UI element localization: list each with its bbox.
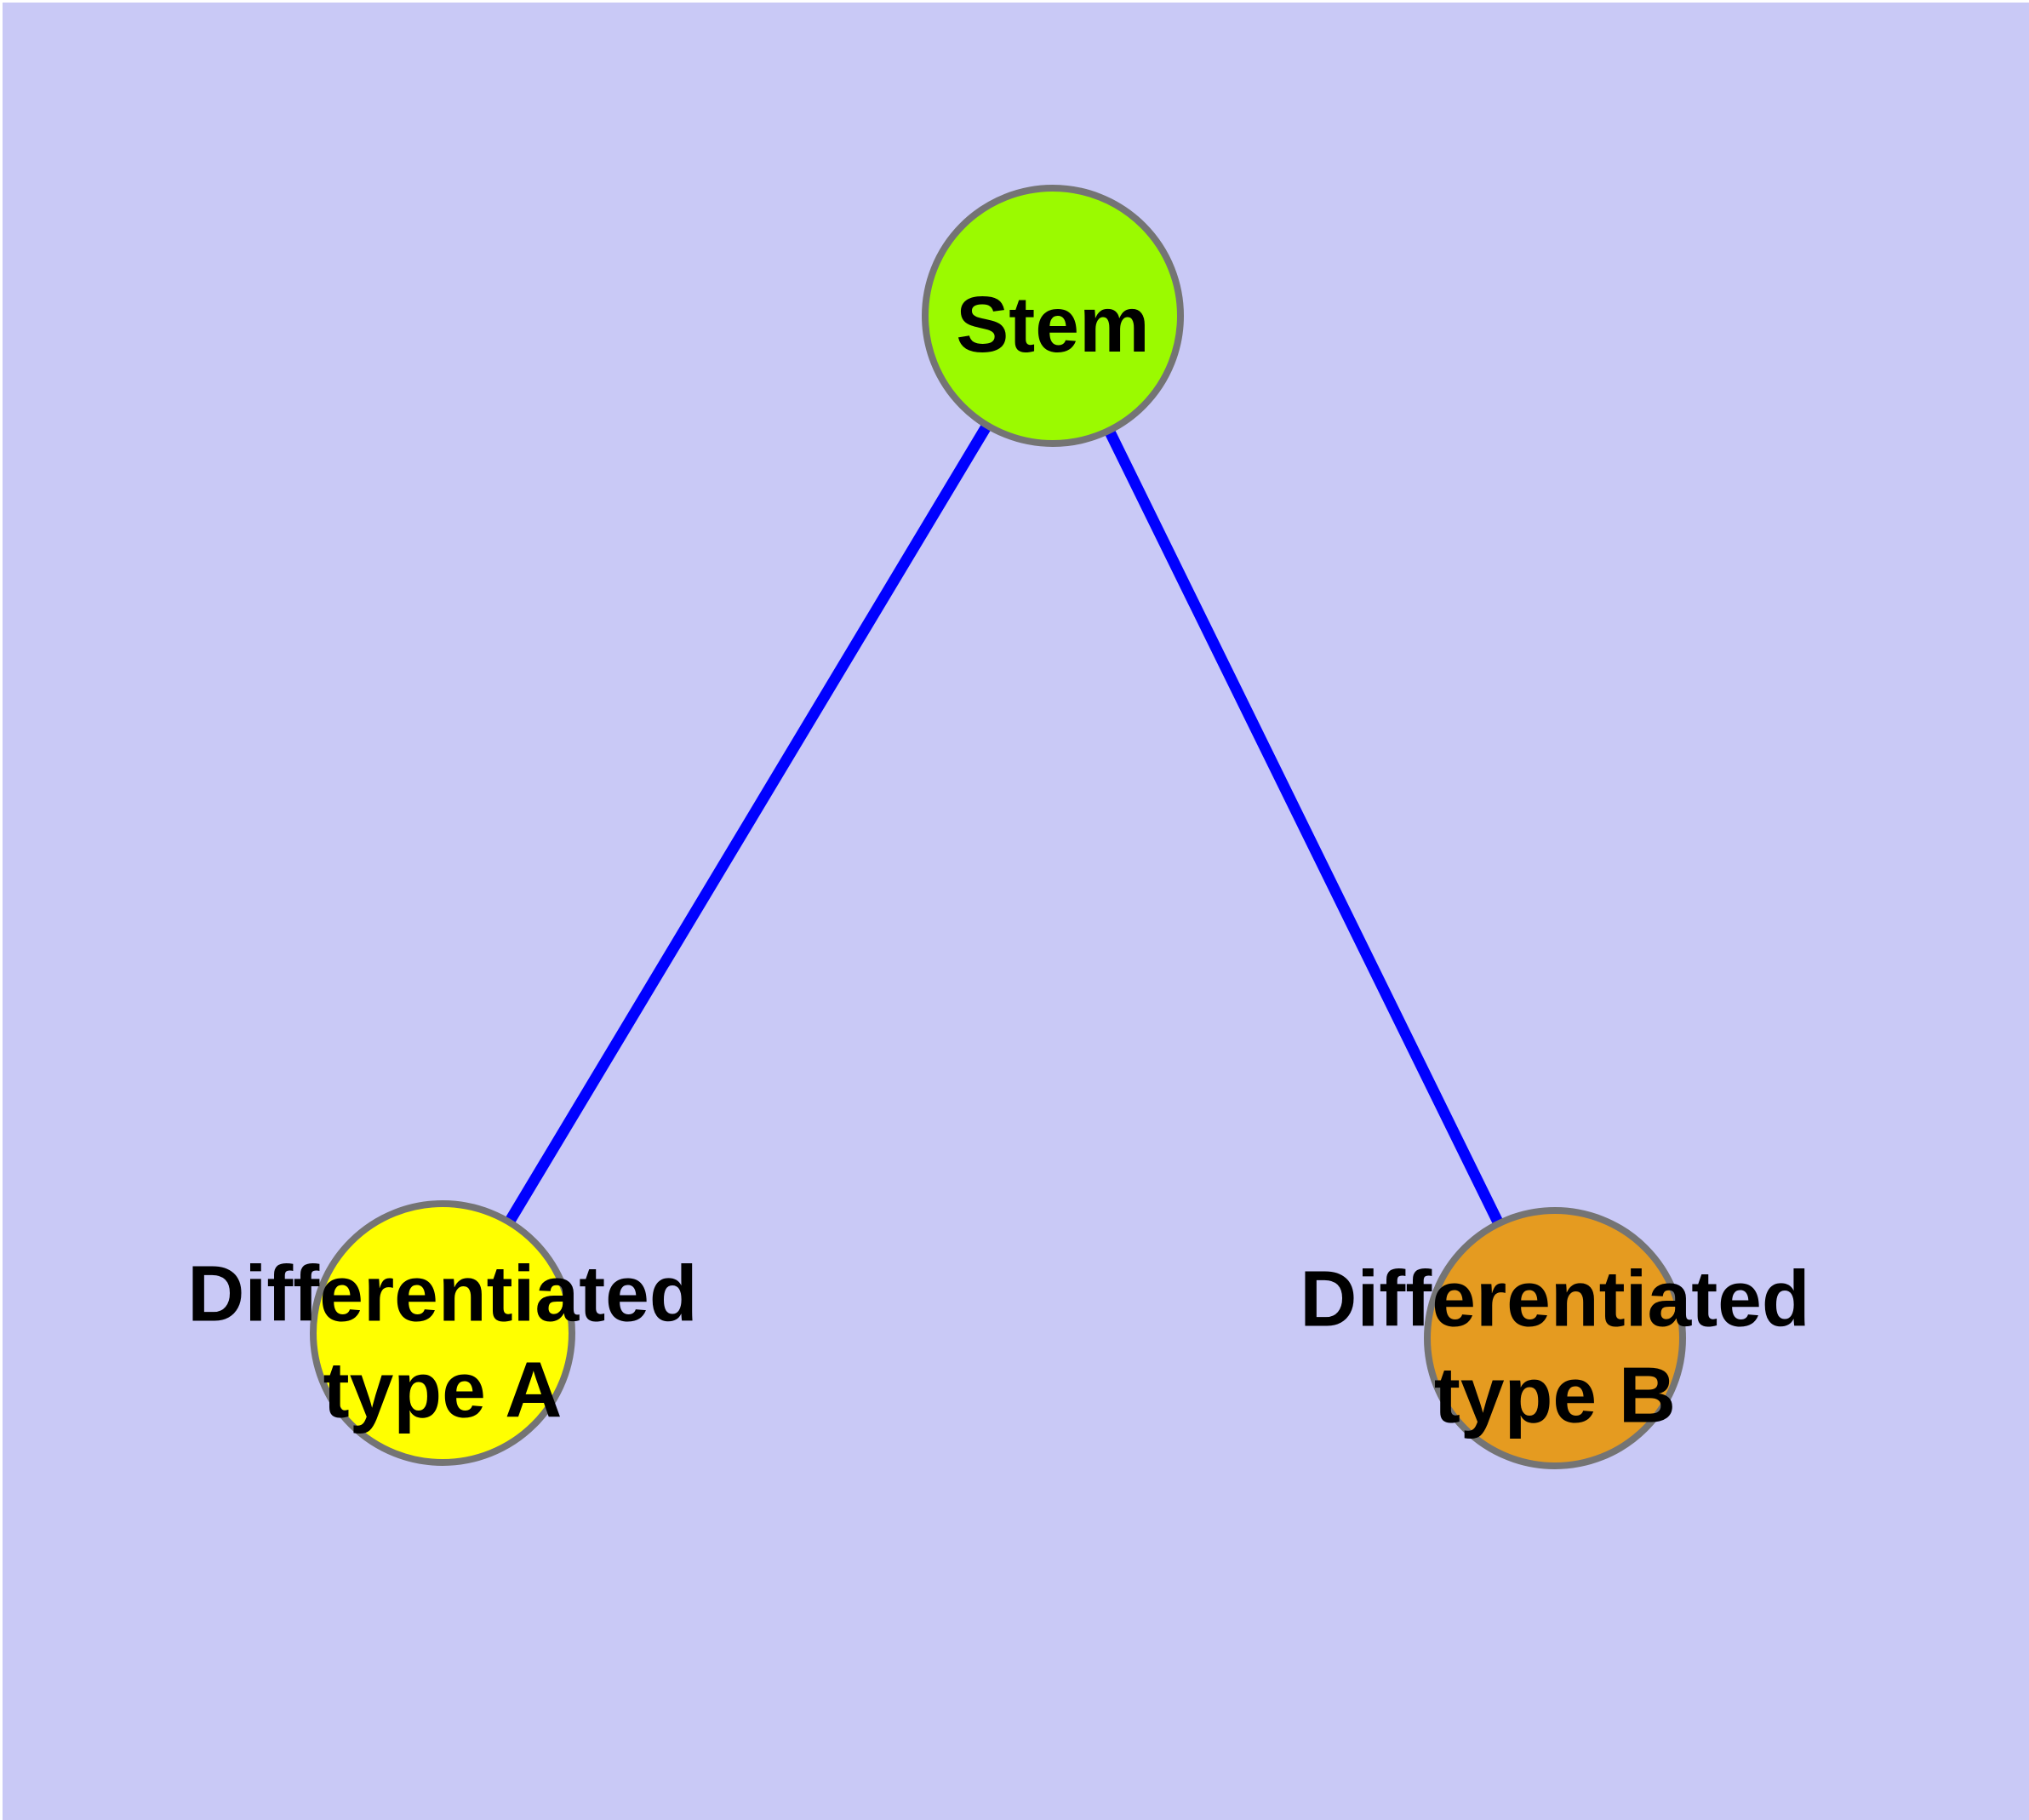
node-stem-label: Stem <box>956 280 1149 369</box>
node-diff-a-label-line: Differentiated <box>187 1250 697 1338</box>
node-diff-b-circle <box>1424 1207 1686 1469</box>
edge-stem-diff-a <box>437 312 1058 1336</box>
node-stem-label-line: Stem <box>956 280 1149 369</box>
node-diff-b-label-line: Differentiated <box>1300 1255 1809 1343</box>
node-diff-a-circle <box>310 1200 575 1466</box>
edge-stem-diff-b <box>1048 313 1560 1341</box>
node-stem-circle <box>922 185 1184 447</box>
node-diff-a-label-line: type A <box>323 1346 563 1434</box>
edges-layer <box>437 312 1560 1341</box>
nodes-layer <box>310 185 1686 1469</box>
node-diff-b-label-line: type B <box>1434 1351 1676 1439</box>
